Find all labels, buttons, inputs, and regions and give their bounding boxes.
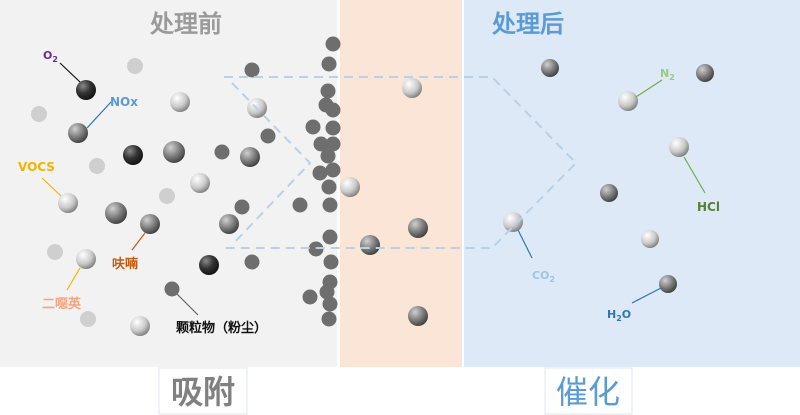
- gas-molecule: [190, 173, 210, 193]
- faded-molecule: [80, 311, 96, 327]
- dust-particle: [234, 199, 250, 215]
- dust-particle: [302, 289, 318, 305]
- leader-lines: [41, 62, 706, 316]
- dust-particle: [214, 144, 230, 160]
- gas-molecule: [140, 214, 160, 234]
- gas-molecule: [130, 316, 150, 336]
- dust-particle: [320, 148, 336, 164]
- label-o2: O2: [43, 49, 58, 64]
- gas-molecule: [669, 137, 689, 157]
- dust-particle: [260, 128, 276, 144]
- dust-particle: [325, 162, 341, 178]
- adsorption-layer: [340, 0, 462, 367]
- gas-molecule: [163, 141, 185, 163]
- label-dioxin: 二噁英: [42, 296, 82, 312]
- dust-particle: [325, 36, 341, 52]
- dust-particle: [292, 197, 308, 213]
- gas-molecule: [219, 214, 239, 234]
- dust-particle: [319, 284, 335, 300]
- gas-molecule: [541, 59, 559, 77]
- label-vocs: VOCS: [18, 160, 55, 174]
- label-co2: CO2: [532, 269, 555, 284]
- gas-molecule: [408, 218, 428, 238]
- dust-particle: [325, 102, 341, 118]
- gas-molecule: [503, 212, 523, 232]
- label-particulate: 颗粒物（粉尘）: [176, 320, 267, 336]
- dust-particle: [313, 136, 329, 152]
- flow-arrow-inner: [231, 82, 312, 246]
- faded-molecule: [31, 106, 47, 122]
- dust-particle: [305, 119, 321, 135]
- gas-molecule: [240, 147, 260, 167]
- dust-particle: [164, 281, 180, 297]
- gas-molecule: [340, 177, 360, 197]
- stage-box-catalysis: [544, 367, 633, 415]
- dust-particle: [322, 197, 338, 213]
- label-hcl: HCl: [697, 200, 720, 214]
- flow-arrows: [224, 76, 578, 249]
- dust-particle: [325, 136, 341, 152]
- svg-text:CO2: CO2: [532, 269, 555, 284]
- gas-molecule: [68, 123, 88, 143]
- before-panel: [0, 0, 337, 367]
- faded-molecule: [159, 188, 175, 204]
- gas-molecule: [641, 230, 659, 248]
- stage-box-adsorption: [158, 367, 248, 415]
- label-n2: N2: [660, 67, 675, 82]
- dust-particle: [325, 120, 341, 136]
- dust-particle: [322, 229, 338, 245]
- dust-particle: [244, 254, 260, 270]
- gas-molecule: [659, 275, 677, 293]
- gas-molecule: [170, 92, 190, 112]
- faded-molecule: [89, 158, 105, 174]
- gas-molecule: [105, 202, 127, 224]
- gas-molecule: [408, 306, 428, 326]
- gas-molecule: [58, 193, 78, 213]
- gas-molecule: [618, 91, 638, 111]
- dust-particle: [321, 56, 337, 72]
- gas-molecule: [600, 184, 618, 202]
- dust-particle: [320, 83, 336, 99]
- svg-text:O2: O2: [43, 49, 58, 64]
- faded-molecule: [47, 244, 63, 260]
- dust-particle: [323, 254, 339, 270]
- gas-molecule: [199, 255, 219, 275]
- gas-molecule: [76, 249, 96, 269]
- title-before: 处理前: [149, 10, 222, 38]
- after-panel: [464, 0, 800, 367]
- gas-molecule: [696, 64, 714, 82]
- stage-adsorption: 吸附: [171, 373, 235, 411]
- label-furan: 呋喃: [112, 256, 138, 272]
- faded-molecule: [127, 58, 143, 74]
- gas-molecule: [402, 78, 422, 98]
- dust-particle: [244, 62, 260, 78]
- dust-particle: [322, 296, 338, 312]
- svg-text:H2O: H2O: [607, 308, 631, 323]
- dust-particle: [321, 311, 337, 327]
- stage-catalysis: 催化: [556, 373, 620, 411]
- title-after: 处理后: [491, 10, 564, 38]
- dust-particle: [321, 179, 337, 195]
- svg-text:N2: N2: [660, 67, 675, 82]
- dust-particle: [312, 165, 328, 181]
- label-nox: NOx: [110, 95, 138, 109]
- label-h2o: H2O: [607, 308, 631, 323]
- gas-molecule: [360, 235, 380, 255]
- gas-molecule: [123, 145, 143, 165]
- gas-molecule: [76, 80, 96, 100]
